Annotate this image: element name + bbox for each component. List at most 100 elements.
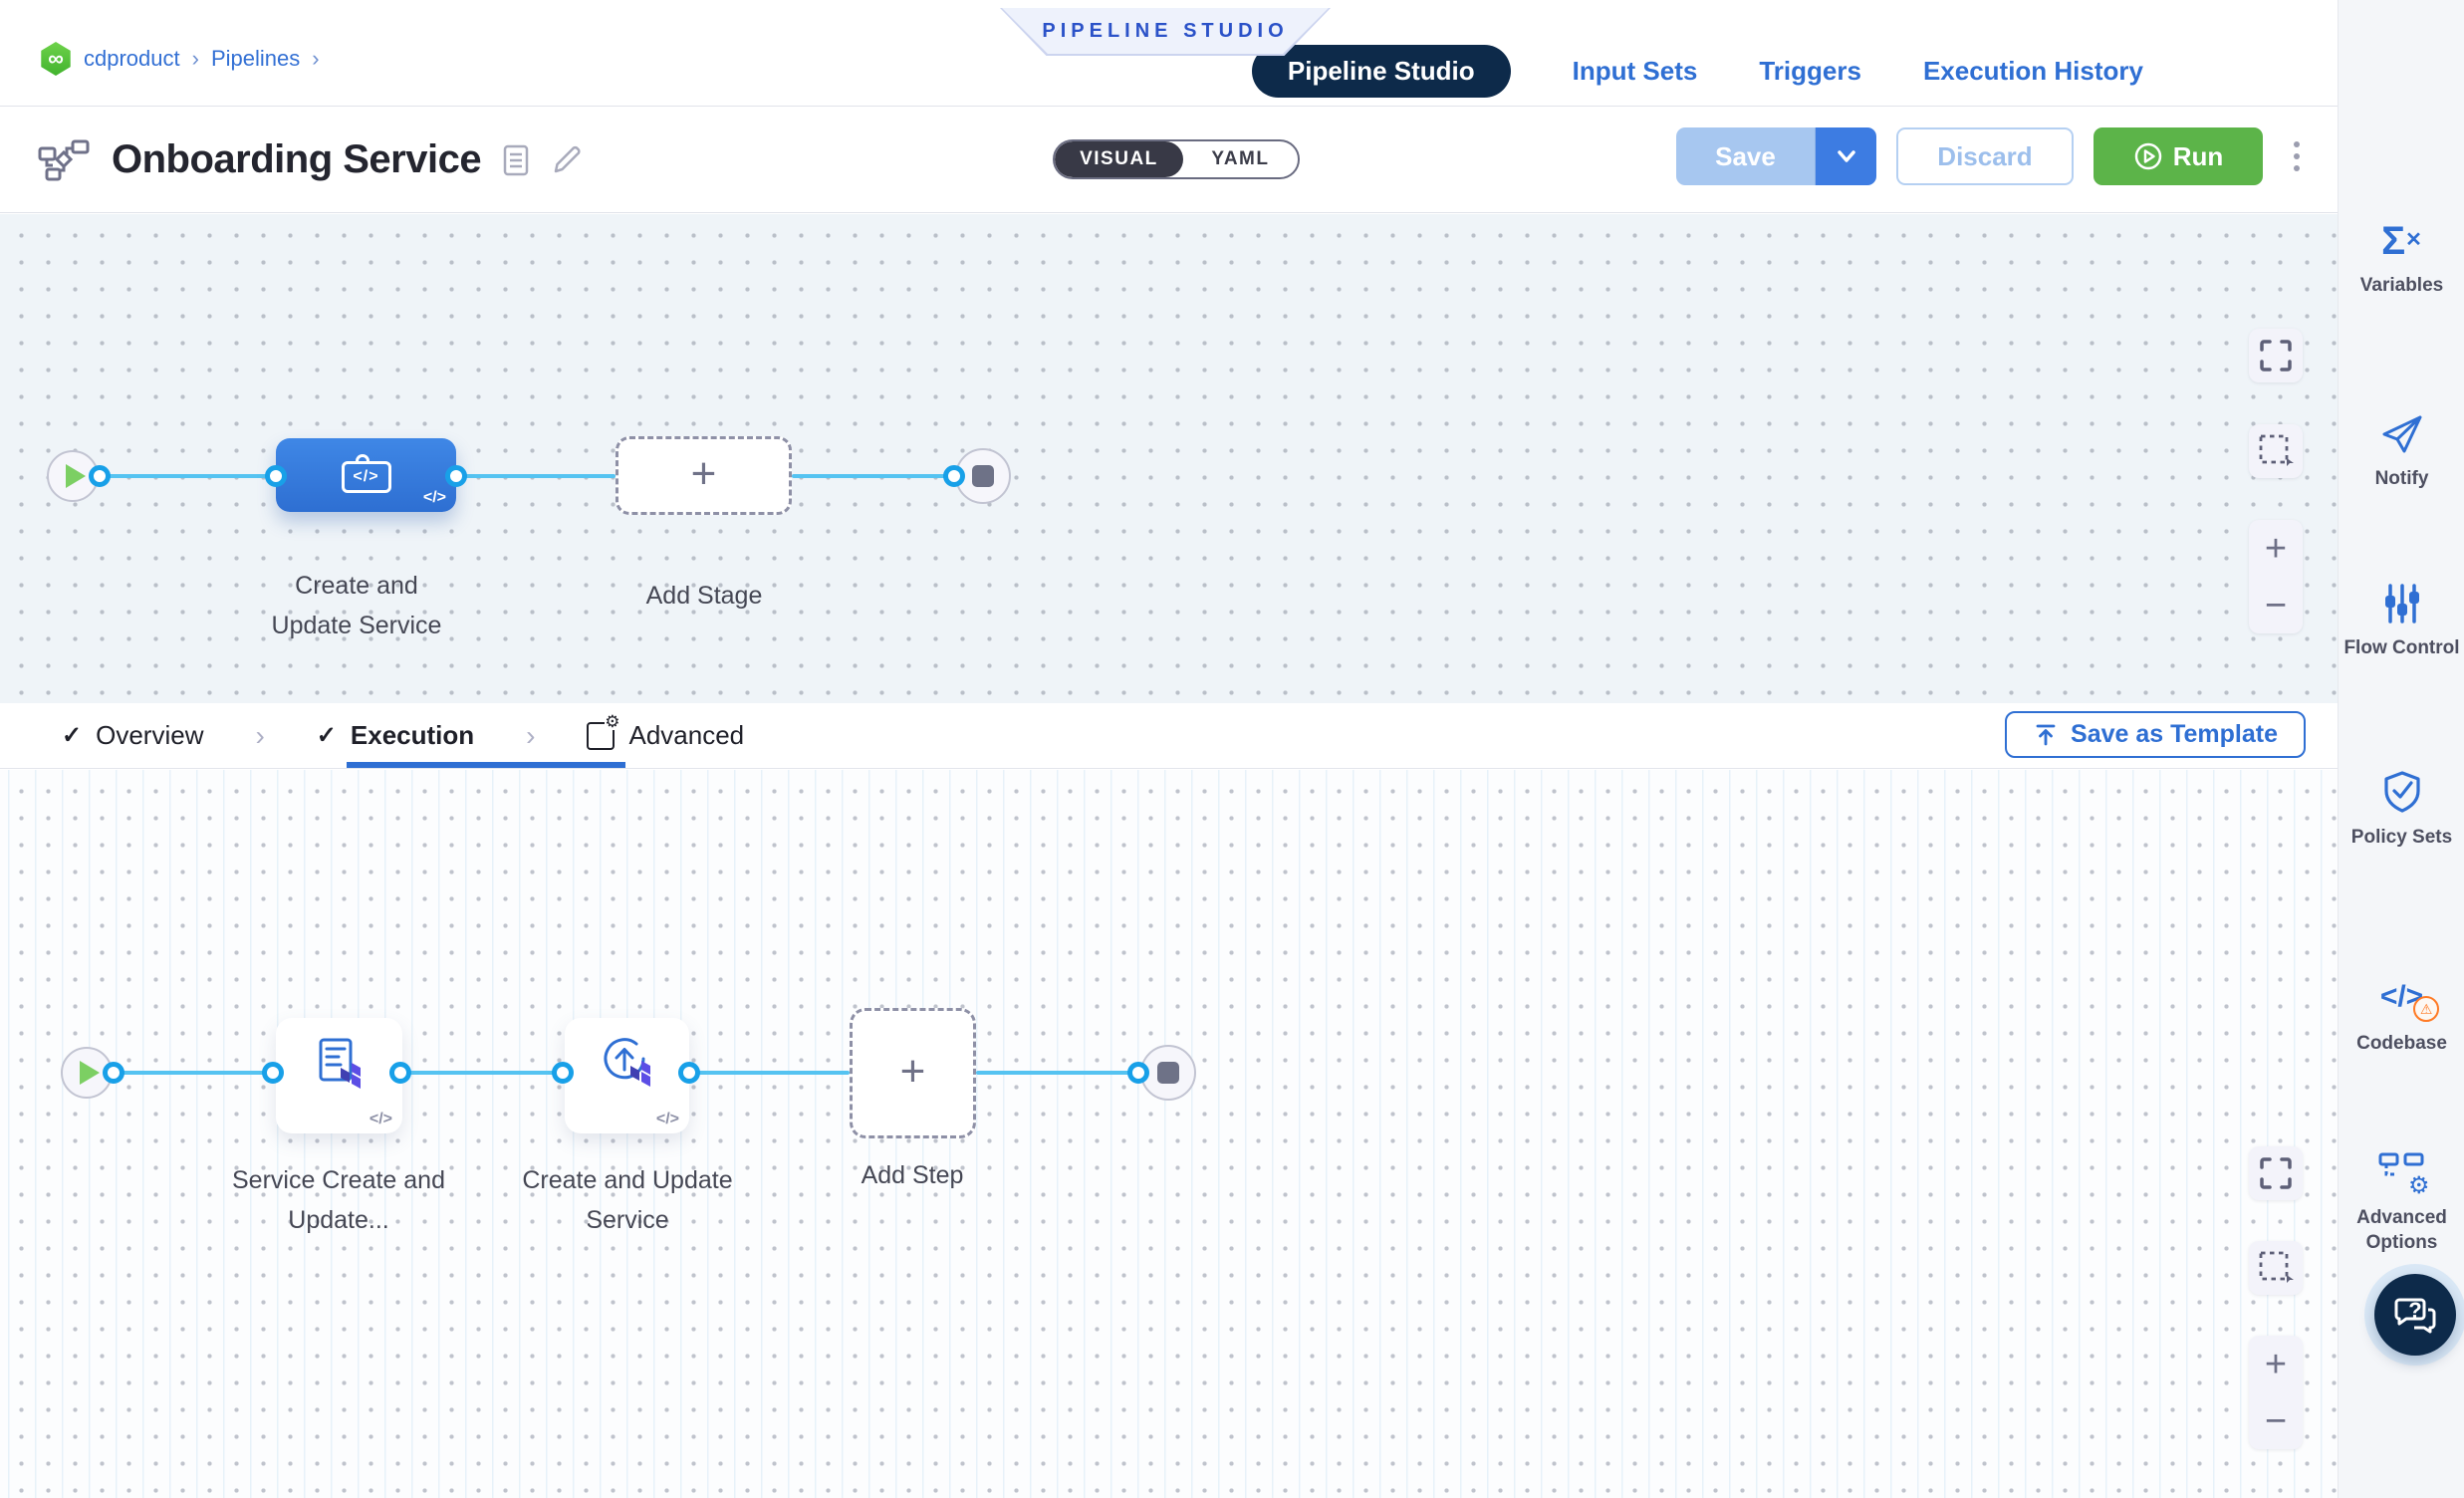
zoom-in-button[interactable]: + — [2264, 527, 2288, 570]
run-label: Run — [2172, 140, 2224, 171]
chat-bubbles-icon — [2394, 1298, 2436, 1334]
execution-start-node[interactable] — [61, 1047, 113, 1099]
code-badge: </> — [369, 1111, 392, 1127]
description-doc-icon[interactable] — [503, 144, 529, 176]
pipeline-end-node[interactable] — [955, 448, 1011, 504]
stage-tab-bar: ✓ Overview › ✓ Execution › ⚙ Advanced Sa… — [0, 703, 2338, 769]
shield-check-icon — [2383, 771, 2420, 813]
fit-to-screen-button[interactable] — [2249, 329, 2303, 382]
connector-port[interactable] — [265, 465, 287, 487]
stop-square-icon — [1157, 1062, 1179, 1084]
sidebar-item-label: Policy Sets — [2350, 827, 2453, 848]
top-header: ∞ cdproduct › Pipelines › Pipeline Studi… — [0, 12, 2338, 107]
zoom-controls: + − — [2249, 1336, 2303, 1449]
multi-select-button[interactable] — [2249, 1241, 2303, 1295]
save-button[interactable]: Save — [1676, 127, 1815, 185]
tab-separator-chevron-icon: › — [526, 719, 536, 751]
stage-label: Create and Update Service — [271, 572, 442, 639]
step-node-service-create-and-update[interactable]: </> — [276, 1018, 402, 1133]
edit-pencil-icon[interactable] — [551, 144, 583, 176]
connector-port[interactable] — [262, 1062, 284, 1084]
help-chat-button[interactable]: ? — [2374, 1274, 2456, 1356]
stage-node-create-and-update-service[interactable]: </> </> — [276, 438, 456, 512]
toggle-visual[interactable]: VISUAL — [1055, 141, 1183, 177]
pipeline-diagram-icon — [38, 139, 90, 180]
tab-execution[interactable]: ✓ Execution — [317, 720, 474, 751]
tab-overview[interactable]: ✓ Overview — [62, 720, 203, 751]
sidebar-item-label: Flow Control — [2343, 637, 2460, 658]
connector-port[interactable] — [103, 1062, 124, 1084]
breadcrumb-separator: › — [191, 46, 199, 71]
stage-canvas[interactable]: </> </> + Create and Update Service Add … — [0, 214, 2338, 703]
connector-line — [792, 474, 954, 478]
discard-button[interactable]: Discard — [1896, 127, 2074, 185]
step-label: Create and Update Service — [522, 1166, 733, 1234]
step-node-create-and-update-service[interactable]: </> — [565, 1018, 689, 1133]
fullscreen-icon — [2260, 1157, 2292, 1189]
save-dropdown-button[interactable] — [1815, 127, 1876, 185]
fit-to-screen-button[interactable] — [2249, 1146, 2303, 1200]
sidebar-item-codebase[interactable]: </> ⚠ Codebase — [2339, 971, 2464, 1056]
variables-sigma-icon: Σ✕ — [2381, 218, 2422, 263]
tab-execution-label: Execution — [350, 720, 475, 750]
execution-canvas[interactable]: </> </> + — [0, 770, 2338, 1498]
tab-advanced[interactable]: ⚙ Advanced — [587, 712, 744, 751]
check-icon: ✓ — [62, 722, 83, 749]
sidebar-item-policy-sets[interactable]: Policy Sets — [2339, 769, 2464, 850]
toolbar-actions: Save Discard Run — [1676, 127, 2317, 185]
sidebar-item-variables[interactable]: Σ✕ Variables — [2339, 217, 2464, 298]
connector-port[interactable] — [445, 465, 467, 487]
terraform-plan-icon — [309, 1034, 370, 1096]
codebase-code-icon: </> ⚠ — [2380, 980, 2440, 1022]
code-glyph: </> — [353, 468, 379, 485]
run-button[interactable]: Run — [2094, 127, 2263, 185]
breadcrumb-project[interactable]: cdproduct — [84, 46, 180, 71]
connector-line — [114, 1071, 273, 1075]
tab-input-sets[interactable]: Input Sets — [1572, 56, 1698, 86]
chevron-down-icon — [1837, 150, 1855, 162]
advanced-gear-box-icon: ⚙ — [587, 712, 620, 750]
breadcrumb-pipelines[interactable]: Pipelines — [210, 46, 301, 71]
multi-select-button[interactable] — [2249, 424, 2303, 478]
add-stage-label: Add Stage — [645, 582, 763, 610]
zoom-out-button[interactable]: − — [2264, 584, 2288, 626]
tab-pipeline-studio[interactable]: Pipeline Studio — [1251, 45, 1511, 98]
sidebar-item-flow-control[interactable]: Flow Control — [2339, 580, 2464, 660]
connector-line — [976, 1071, 1138, 1075]
plus-icon: + — [899, 1046, 926, 1096]
stop-square-icon — [972, 465, 994, 487]
banner-label: PIPELINE STUDIO — [1042, 19, 1289, 42]
toggle-yaml[interactable]: YAML — [1211, 148, 1270, 169]
terraform-apply-icon — [597, 1034, 658, 1096]
tab-execution-history[interactable]: Execution History — [1922, 56, 2143, 86]
sidebar-item-label: Variables — [2359, 275, 2444, 296]
connector-port[interactable] — [89, 465, 111, 487]
breadcrumb: ∞ cdproduct › Pipelines › — [40, 42, 320, 76]
marquee-select-icon — [2259, 434, 2294, 466]
active-tab-indicator — [347, 762, 625, 768]
paper-plane-icon — [2382, 415, 2421, 453]
connector-port[interactable] — [943, 465, 965, 487]
connector-line — [402, 1071, 565, 1075]
sidebar-item-advanced-options[interactable]: ⚙ Advanced Options — [2339, 1145, 2464, 1255]
add-step-button[interactable]: + — [850, 1008, 976, 1138]
connector-port[interactable] — [389, 1062, 411, 1084]
connector-port[interactable] — [1127, 1062, 1149, 1084]
right-sidebar: Σ✕ Variables Notify — [2338, 0, 2464, 1498]
connector-port[interactable] — [678, 1062, 700, 1084]
more-options-kebab[interactable] — [2277, 127, 2317, 185]
tab-triggers[interactable]: Triggers — [1759, 56, 1861, 86]
add-stage-button[interactable]: + — [616, 436, 792, 515]
connector-line — [689, 1071, 850, 1075]
connector-port[interactable] — [552, 1062, 574, 1084]
sidebar-item-notify[interactable]: Notify — [2339, 410, 2464, 491]
execution-end-node[interactable] — [1140, 1045, 1196, 1101]
connector-line — [456, 474, 616, 478]
zoom-in-button[interactable]: + — [2264, 1343, 2288, 1385]
zoom-out-button[interactable]: − — [2264, 1399, 2288, 1442]
save-as-template-button[interactable]: Save as Template — [2005, 711, 2306, 758]
pipeline-title: Onboarding Service — [112, 137, 482, 181]
add-step-label: Add Step — [861, 1161, 964, 1189]
harness-logo-icon[interactable]: ∞ — [41, 42, 71, 76]
